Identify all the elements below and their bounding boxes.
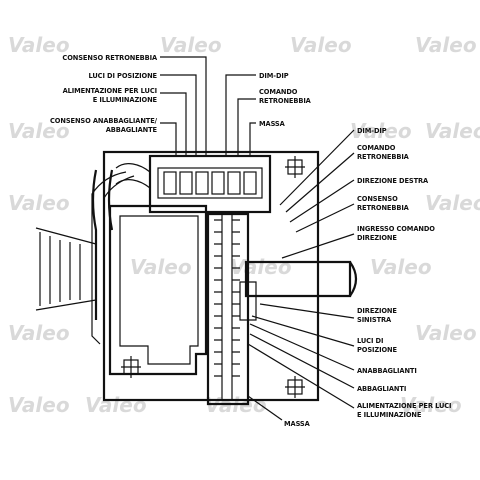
wire-loom-clip [115,163,151,189]
stalk-pivot [239,281,257,321]
label-massa-top: MASSA [259,119,286,128]
label-ingresso-line1: INGRESSO COMANDO [357,224,435,233]
contact-column [206,212,250,406]
watermark: Valeo [85,393,147,417]
label-luci-posizione-line2: POSIZIONE [357,345,397,354]
watermark: Valeo [160,33,222,57]
watermark: Valeo [400,393,462,417]
contact-teeth [214,214,240,400]
label-alimentazione-right-line2: E ILLUMINAZIONE [357,410,422,419]
watermark: Valeo [8,393,70,417]
watermark-layer: Valeo Valeo Valeo Valeo Valeo Valeo Vale… [8,33,480,417]
leader-lines [160,56,355,421]
watermark: Valeo [415,321,477,345]
wire-loom-left [91,169,114,320]
switch-body [35,150,358,406]
label-consenso-retronebbia: CONSENSO RETRONEBBIA [62,53,158,62]
watermark: Valeo [290,33,352,57]
label-comando-line1: COMANDO [259,87,298,96]
label-direzione-sinistra-line2: SINISTRA [357,315,392,324]
cable-bundle [35,227,97,311]
watermark: Valeo [130,255,192,279]
label-consenso-anabbagliante-line1: CONSENSO ANABBAGLIANTE/ [50,116,158,125]
watermark: Valeo [370,255,432,279]
label-comando-line2: RETRONEBBIA [259,96,312,105]
label-alimentazione-line2: E ILLUMINAZIONE [93,95,158,104]
label-comando-right-line1: COMANDO [357,143,396,152]
label-consenso-right-line1: CONSENSO [357,194,398,203]
label-abbaglianti: ABBAGLIANTI [357,384,406,393]
label-dim-dip-right: DIM-DIP [357,126,387,135]
label-dim-dip-top: DIM-DIP [259,71,289,80]
labels-top-right: DIM-DIP COMANDO RETRONEBBIA MASSA [259,71,312,128]
wire-loom-strands [91,171,135,345]
label-anabbaglianti: ANABBAGLIANTI [357,366,417,375]
top-connector [148,154,272,214]
label-direzione-destra: DIREZIONE DESTRA [357,176,429,185]
watermark: Valeo [425,191,480,215]
watermark: Valeo [415,33,477,57]
label-massa-bottom: MASSA [284,419,311,428]
inner-block-left-detail [119,215,199,365]
watermark: Valeo [8,321,70,345]
label-direzione-sinistra-line1: DIREZIONE [357,306,397,315]
label-consenso-right-line2: RETRONEBBIA [357,203,410,212]
label-alimentazione-line1: ALIMENTAZIONE PER LUCI [63,86,157,95]
labels-right: DIM-DIP COMANDO RETRONEBBIA DIREZIONE DE… [357,126,452,419]
screw-icon [121,356,141,378]
inner-block-left [108,204,208,376]
watermark: Valeo [8,191,70,215]
screw-icon [285,376,305,398]
stalk-tip [349,261,358,297]
watermark: Valeo [8,33,70,57]
label-consenso-anabbagliante-line2: ABBAGLIANTE [106,125,158,134]
watermark: Valeo [350,119,412,143]
label-luci-di-posizione: LUCI DI POSIZIONE [89,71,158,80]
watermark: Valeo [425,119,480,143]
watermark: Valeo [230,255,292,279]
label-comando-right-line2: RETRONEBBIA [357,152,410,161]
labels-top-left: CONSENSO RETRONEBBIA LUCI DI POSIZIONE A… [50,53,158,134]
label-ingresso-line2: DIREZIONE [357,233,397,242]
top-connector-slots [157,167,263,199]
label-alimentazione-right-line1: ALIMENTAZIONE PER LUCI [357,401,451,410]
label-luci-posizione-line1: LUCI DI [357,336,383,345]
screw-icon [285,156,305,178]
watermark: Valeo [8,119,70,143]
connector-pins [163,171,257,195]
